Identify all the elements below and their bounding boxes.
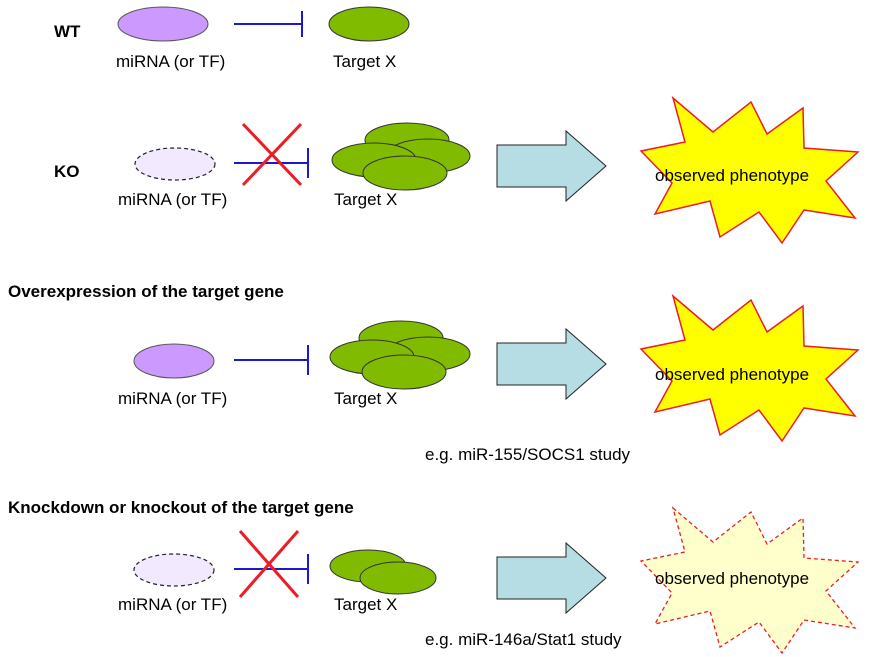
mirna-node-absent <box>134 147 216 181</box>
target-cluster <box>331 122 471 191</box>
section-title-knockdown: Knockdown or knockout of the target gene <box>8 498 354 517</box>
row-ko: KO miRNA (or TF) Target X observed pheno… <box>54 95 860 245</box>
cross-mark <box>241 122 303 187</box>
label-phenotype: observed phenotype <box>655 365 809 384</box>
label-target: Target X <box>334 595 397 614</box>
target-cluster <box>329 320 471 390</box>
label-mirna: miRNA (or TF) <box>118 595 227 614</box>
result-arrow <box>496 327 607 401</box>
example-note: e.g. miR-155/SOCS1 study <box>425 445 631 464</box>
label-mirna: miRNA (or TF) <box>116 52 225 71</box>
example-note: e.g. miR-146a/Stat1 study <box>425 630 622 649</box>
label-mirna: miRNA (or TF) <box>118 190 227 209</box>
phenotype-star-faded <box>639 506 860 655</box>
target-cluster <box>329 549 437 595</box>
row-overexpression: miRNA (or TF) Target X observed phenotyp… <box>118 293 860 464</box>
label-wt: WT <box>54 22 81 41</box>
label-target: Target X <box>333 52 396 71</box>
label-mirna: miRNA (or TF) <box>118 389 227 408</box>
label-target: Target X <box>334 190 397 209</box>
row-knockdown: miRNA (or TF) Target X observed phenotyp… <box>118 506 860 655</box>
phenotype-star <box>639 293 860 443</box>
result-arrow <box>496 129 607 203</box>
cross-mark <box>238 530 300 598</box>
label-phenotype: observed phenotype <box>655 166 809 185</box>
label-phenotype: observed phenotype <box>655 569 809 588</box>
section-title-overexpression: Overexpression of the target gene <box>8 282 284 301</box>
label-target: Target X <box>334 389 397 408</box>
row-wt: WT miRNA (or TF) Target X <box>54 6 410 71</box>
mirna-node <box>117 6 209 42</box>
mirna-node <box>133 343 215 379</box>
mirna-node-absent <box>133 553 215 587</box>
result-arrow <box>496 541 607 615</box>
target-node <box>328 6 410 42</box>
label-ko: KO <box>54 162 80 181</box>
phenotype-star <box>639 95 860 245</box>
